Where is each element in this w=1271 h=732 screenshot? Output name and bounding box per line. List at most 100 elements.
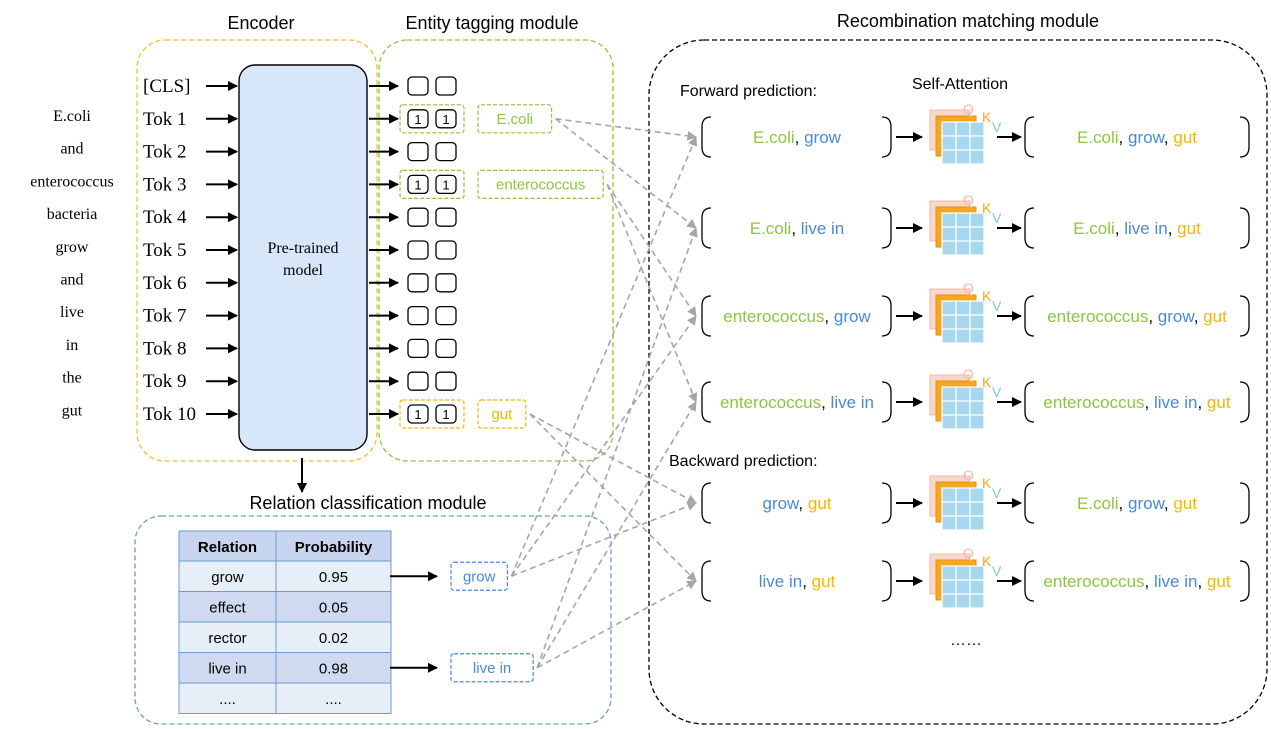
token-label: Tok 8 xyxy=(143,338,187,359)
table-cell-probability: 0.05 xyxy=(319,600,348,617)
input-bracket-left xyxy=(701,116,712,158)
pretrained-model-block xyxy=(238,64,368,451)
attention-cell xyxy=(941,515,957,531)
output-token: enterococcus xyxy=(1043,393,1144,412)
output-bracket-right xyxy=(1239,295,1250,337)
attention-cell xyxy=(969,414,985,430)
relation-tag-text: grow xyxy=(463,568,496,585)
input-bracket-right xyxy=(881,207,892,249)
table-cell-relation: grow xyxy=(211,569,244,586)
attention-cell xyxy=(955,593,971,609)
tag-cell xyxy=(435,273,457,293)
input-bracket-left xyxy=(701,560,712,602)
attention-k-label: K xyxy=(982,109,992,125)
relation-module-title: Relation classification module xyxy=(249,493,486,513)
table-cell-relation: live in xyxy=(208,661,246,678)
output-token: , xyxy=(1148,307,1157,326)
tag-cell-value: 1 xyxy=(414,112,421,127)
input-token: gut xyxy=(808,494,832,513)
attention-cell xyxy=(941,487,957,503)
output-token: enterococcus xyxy=(1043,572,1144,591)
token-label: Tok 7 xyxy=(143,306,187,327)
attention-k-label: K xyxy=(982,288,992,304)
attention-cell xyxy=(955,515,971,531)
attention-v-label: V xyxy=(992,384,1002,400)
input-bracket-right xyxy=(881,116,892,158)
tag-cell xyxy=(407,338,429,359)
input-sentence: E.coliandenterococcusbacteriagrowandlive… xyxy=(30,108,114,419)
attention-cell xyxy=(969,400,985,416)
sentence-word: and xyxy=(60,272,83,289)
attention-cell xyxy=(955,386,971,402)
output-bracket-left xyxy=(1024,381,1035,423)
input-token: , xyxy=(821,393,830,412)
input-bracket-left xyxy=(701,207,712,249)
sentence-word: enterococcus xyxy=(30,173,114,190)
table-cell-relation: .... xyxy=(219,691,236,708)
attention-k-label: K xyxy=(982,475,992,491)
input-bracket-right xyxy=(881,560,892,602)
table-cell-relation: effect xyxy=(209,600,246,617)
tag-cell xyxy=(435,207,457,227)
output-token: E.coli xyxy=(1077,494,1119,513)
tag-cell-value: 1 xyxy=(414,407,421,422)
relation-tag-box xyxy=(450,561,509,591)
attention-v-label: V xyxy=(992,563,1002,579)
model-label-line2: model xyxy=(283,262,324,279)
output-token: live in xyxy=(1154,393,1197,412)
input-bracket-right xyxy=(881,381,892,423)
attention-cell xyxy=(969,501,985,517)
token-label: Tok 4 xyxy=(143,207,187,228)
attention-v-grid xyxy=(941,121,985,165)
relation-tag-text: live in xyxy=(473,660,511,677)
input-token: grow xyxy=(762,494,800,513)
output-token: E.coli xyxy=(1077,128,1119,147)
entity-tag-text: enterococcus xyxy=(496,176,585,193)
attention-cell xyxy=(941,300,957,316)
relation-tag-box xyxy=(450,653,534,683)
token-label: Tok 10 xyxy=(143,404,196,425)
input-token: , xyxy=(791,219,800,238)
table-row xyxy=(178,560,392,592)
attention-q-label: Q xyxy=(963,192,974,208)
matching-arrow xyxy=(510,315,697,577)
output-token: , xyxy=(1164,128,1173,147)
prediction-output: enterococcus, live in, gut xyxy=(1043,572,1230,591)
entity-tag-text: E.coli xyxy=(496,111,533,128)
tag-cell-value: 1 xyxy=(442,407,449,422)
output-bracket-right xyxy=(1239,482,1250,524)
attention-q-label: Q xyxy=(963,545,974,561)
attention-q-label: Q xyxy=(963,366,974,382)
input-token: , xyxy=(795,128,804,147)
attention-cell xyxy=(969,515,985,531)
attention-cell xyxy=(969,240,985,256)
matching-arrow xyxy=(606,183,697,317)
tag-cell xyxy=(407,404,429,424)
attention-v-grid xyxy=(941,300,985,344)
tag-cell xyxy=(407,141,429,162)
attention-v-grid xyxy=(941,212,985,256)
token-label: [CLS] xyxy=(143,76,191,97)
attention-cell xyxy=(955,565,971,581)
attention-cell xyxy=(955,121,971,137)
attention-cell xyxy=(941,565,957,581)
attention-v-grid xyxy=(941,565,985,609)
output-token: gut xyxy=(1207,572,1231,591)
tag-group-outline xyxy=(399,104,465,134)
table-cell-probability: .... xyxy=(325,691,342,708)
attention-cell xyxy=(955,314,971,330)
output-bracket-left xyxy=(1024,207,1035,249)
backward-prediction-label: Backward prediction: xyxy=(669,453,818,470)
matching-arrow xyxy=(510,136,698,577)
output-token: gut xyxy=(1173,128,1197,147)
input-token: E.coli xyxy=(753,128,795,147)
tag-cell xyxy=(407,240,429,260)
input-token: live in xyxy=(831,393,874,412)
prediction-output: E.coli, grow, gut xyxy=(1077,494,1197,513)
prediction-input: E.coli, live in xyxy=(750,219,845,238)
tag-cell-value: 1 xyxy=(414,177,421,192)
sentence-word: live xyxy=(60,304,84,321)
output-token: E.coli xyxy=(1073,219,1115,238)
